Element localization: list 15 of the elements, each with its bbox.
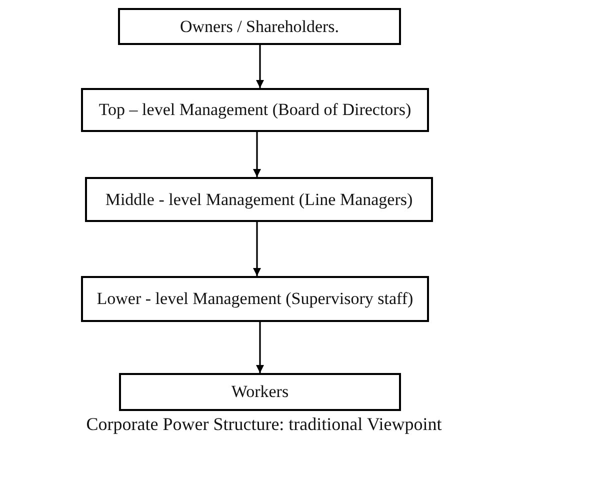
- process-box: [81, 276, 429, 322]
- process-box: [118, 8, 401, 45]
- arrow: [253, 132, 261, 177]
- arrow: [253, 222, 261, 276]
- process-box: [81, 88, 429, 132]
- box-label: Workers: [231, 382, 289, 402]
- arrow: [256, 45, 264, 88]
- box-label: Top – level Management (Board of Directors): [98, 100, 412, 120]
- arrow: [256, 322, 264, 373]
- box-label: Middle - level Management (Line Managers): [105, 190, 413, 210]
- process-box: [85, 177, 433, 222]
- caption: Corporate Power Structure: traditional Viewpoint: [86, 414, 442, 434]
- process-box: [119, 373, 401, 411]
- box-label: Owners / Shareholders.: [180, 16, 340, 36]
- box-label: Lower - level Management (Supervisory staff): [96, 289, 414, 309]
